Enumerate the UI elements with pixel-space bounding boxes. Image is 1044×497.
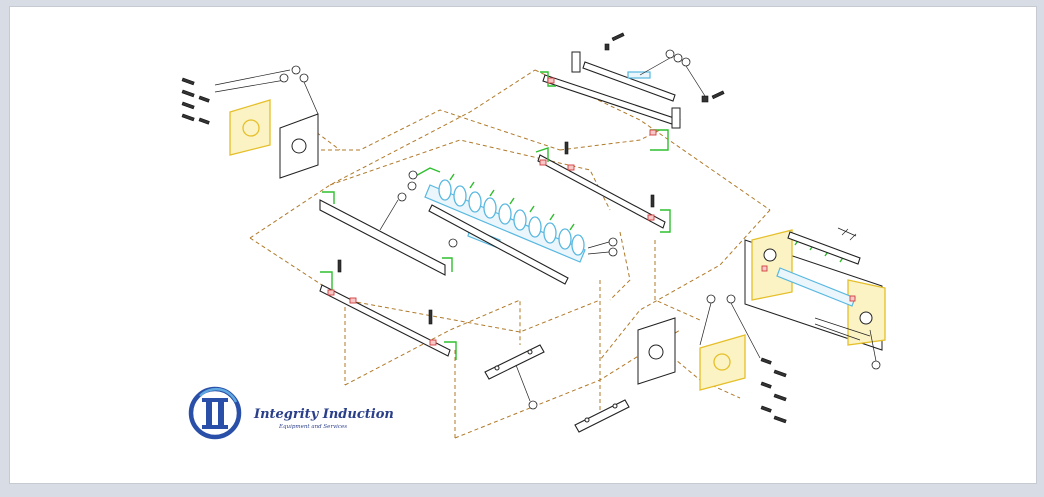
logo-mark	[188, 386, 242, 440]
callout-bubble	[673, 53, 683, 63]
clamp-block-left	[484, 344, 545, 410]
left-long-bar	[319, 191, 453, 276]
diagram-frame	[9, 6, 1037, 484]
callout-bubble	[681, 57, 691, 67]
callout-bubble	[397, 192, 407, 202]
left-mount-assembly	[181, 65, 319, 179]
callout-bubble	[299, 73, 309, 83]
callout-bubble	[608, 247, 618, 257]
callout-bubble	[407, 181, 417, 191]
company-logo: Integrity Induction Equipment and Servic…	[187, 383, 394, 445]
logo-company-name: Integrity Induction	[254, 407, 394, 422]
assembled-unit	[744, 227, 886, 370]
callout-bubble	[448, 238, 458, 248]
callout-bubble	[706, 294, 716, 304]
callout-bubble	[726, 294, 736, 304]
callout-bubble	[291, 65, 301, 75]
clamp-block-center	[574, 399, 630, 433]
center-right-rail	[535, 141, 671, 233]
callout-bubble	[871, 360, 881, 370]
lower-left-rail	[319, 259, 457, 360]
callout-bubble	[528, 400, 538, 410]
lower-coil-bar	[428, 204, 569, 285]
right-mount-assembly	[637, 294, 787, 424]
bolt-set-right	[760, 357, 787, 424]
logo-tagline: Equipment and Services	[279, 424, 348, 430]
callout-bubble	[665, 49, 675, 59]
bolt-set-left	[181, 69, 291, 125]
callout-bubble	[279, 73, 289, 83]
callout-bubble	[608, 237, 618, 247]
callout-bubble	[408, 170, 418, 180]
top-right-rail	[540, 32, 725, 151]
